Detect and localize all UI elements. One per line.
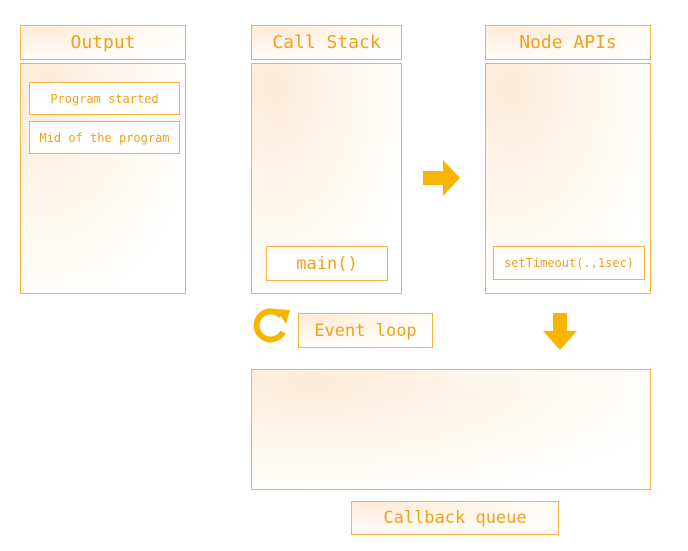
output-item: Mid of the program [29,121,180,154]
call-stack-frame-label: main() [296,253,358,274]
callback-queue-label: Callback queue [351,501,559,535]
node-api-item: setTimeout(.,1sec) [493,246,645,280]
node-apis-panel: setTimeout(.,1sec) [485,63,651,294]
callback-queue-label-text: Callback queue [383,508,527,528]
event-loop-label-text: Event loop [314,320,417,341]
event-loop-label: Event loop [298,313,433,348]
arrow-right-icon [423,160,460,196]
node-apis-title: Node APIs [485,25,651,60]
output-title: Output [20,25,186,60]
output-item-label: Mid of the program [39,130,170,145]
arrow-down-icon [543,313,577,350]
callback-queue-panel [251,369,651,490]
node-apis-title-label: Node APIs [519,32,617,53]
call-stack-title-label: Call Stack [272,32,381,53]
output-title-label: Output [70,32,136,53]
output-item-label: Program started [50,91,159,106]
output-item: Program started [29,82,180,115]
output-panel: Program started Mid of the program [20,63,186,294]
call-stack-frame: main() [266,246,388,281]
call-stack-panel: main() [251,63,402,294]
call-stack-title: Call Stack [251,25,402,60]
node-api-item-label: setTimeout(.,1sec) [503,256,635,270]
refresh-icon [253,308,290,343]
